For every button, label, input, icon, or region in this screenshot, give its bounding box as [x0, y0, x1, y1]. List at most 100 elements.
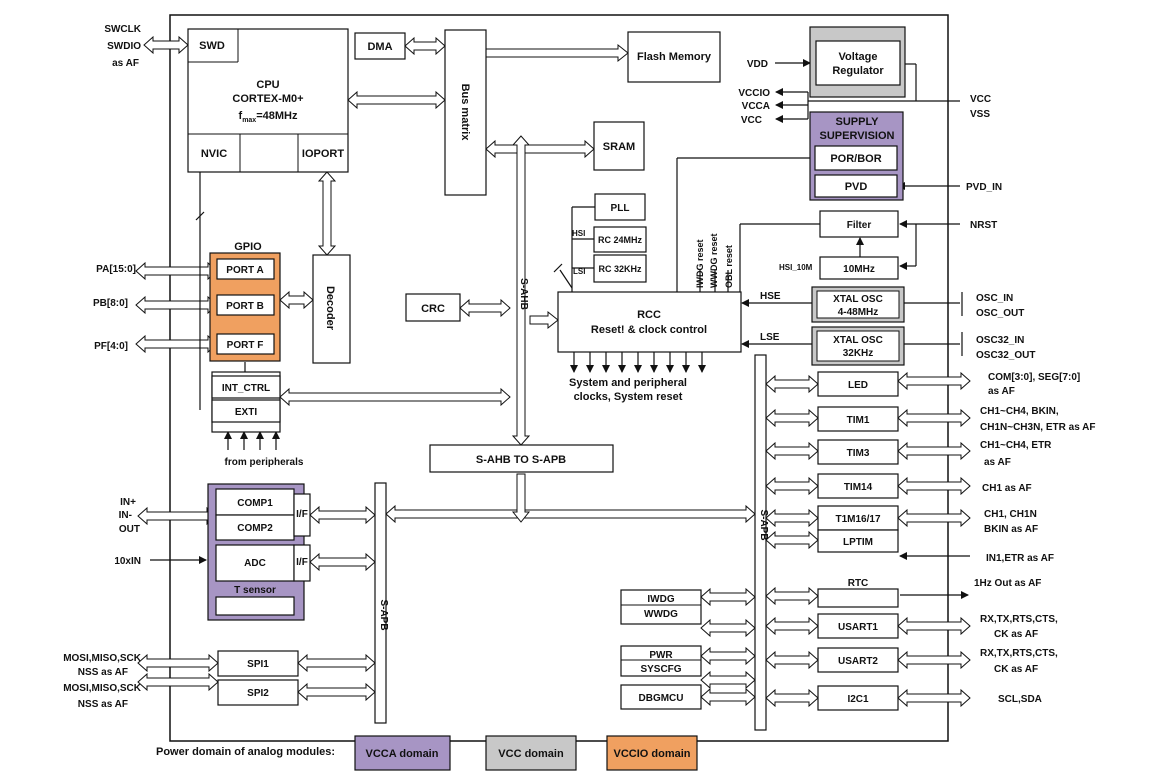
cpu-matrix-arrow: [347, 90, 446, 110]
spi1-af-label-2: NSS as AF: [78, 667, 128, 678]
por-bor-block: [814, 145, 898, 171]
t-sensor-label: T sensor: [234, 585, 276, 596]
filter-label: Filter: [847, 220, 872, 231]
osc32-in-label: OSC32_IN: [976, 335, 1024, 346]
adc-if-block: [293, 544, 311, 582]
xtal-lse-label: XTAL OSC: [833, 335, 883, 346]
comp1-label: COMP1: [237, 498, 273, 509]
pwr-group: [620, 645, 702, 677]
spi2-pin-arrow: [137, 672, 219, 692]
rc24-label: RC 24MHz: [598, 235, 643, 245]
sys-clocks-label-2: clocks, System reset: [574, 391, 683, 403]
nrst-label: NRST: [970, 220, 997, 231]
led-label: LED: [848, 380, 868, 391]
vcc-domain-label: VCC domain: [498, 748, 564, 760]
int-ctrl-label: INT_CTRL: [222, 383, 270, 394]
exti-block: [211, 399, 281, 423]
swd-label: SWD: [199, 40, 225, 52]
left-apb-bus: [374, 482, 387, 724]
comp-if-block: [293, 493, 311, 537]
matrix-sram-arrow: [485, 139, 595, 159]
por-bor-label: POR/BOR: [830, 153, 881, 165]
bus-rcc-arrow: [529, 310, 559, 330]
spi1-pin-arrow: [137, 653, 219, 673]
rcc-sublabel: Reset! & clock control: [591, 324, 707, 336]
vcca-label: VCCA: [742, 101, 770, 112]
vcc-pin-label: VCC: [970, 94, 991, 105]
pvd-label: PVD: [845, 181, 868, 193]
hsi10m-label: HSI_10M: [779, 263, 813, 272]
port-b-block: [216, 294, 275, 316]
dbgmcu-label: DBGMCU: [639, 693, 684, 704]
i2c1-block: [817, 685, 899, 711]
vcc-label: VCC: [741, 115, 762, 126]
syscfg-label: SYSCFG: [640, 664, 681, 675]
bus-matrix-label: Bus matrix: [459, 84, 471, 142]
crc-label: CRC: [421, 303, 445, 315]
i2c1-pin-arrow: [897, 688, 971, 708]
pb-arrow: [135, 295, 218, 315]
spi1-apb-arrow: [297, 653, 376, 673]
bus-matrix-block: [444, 29, 487, 196]
usart1-pin-arrow: [897, 616, 971, 636]
tim16-block: [817, 505, 899, 531]
flash-block: [627, 31, 721, 83]
cpu-title: CPU: [256, 79, 279, 91]
port-a-label: PORT A: [226, 265, 263, 276]
pa-label: PA[15:0]: [96, 264, 136, 275]
cpu-freq: fmax=48MHz: [239, 110, 298, 124]
exti-label: EXTI: [235, 407, 257, 418]
port-f-block: [216, 333, 275, 355]
in-plus-label: IN+: [120, 497, 136, 508]
vccio-domain-label: VCCIO domain: [613, 748, 690, 760]
nvic-label: NVIC: [201, 148, 227, 160]
tim1-af-label: CH1~CH4, BKIN,: [980, 406, 1059, 417]
com-seg-label: COM[3:0], SEG[7:0]: [988, 372, 1080, 383]
crc-block: [405, 293, 461, 322]
i2c-af-label: SCL,SDA: [998, 694, 1042, 705]
vcca-domain-label: VCCA domain: [366, 748, 439, 760]
pa-arrow: [135, 261, 218, 281]
iwdg-apb-arrow: [700, 587, 756, 607]
tim3-pin-arrow: [897, 441, 971, 461]
xtal-lse-freq: 32KHz: [843, 348, 874, 359]
vccio-domain-swatch: [606, 735, 698, 771]
wwdg-apb-arrow: [700, 618, 756, 638]
usart2-af-label-2: CK as AF: [994, 664, 1038, 675]
rtc-block: [817, 588, 899, 608]
dbgmcu-block: [620, 684, 702, 710]
port-f-label: PORT F: [227, 340, 264, 351]
vcc-domain-swatch: [485, 735, 577, 771]
tim1-apb-arrow: [765, 408, 819, 428]
portb-decoder-arrow: [279, 290, 314, 310]
pb-label: PB[8:0]: [93, 298, 128, 309]
tim3-label: TIM3: [847, 448, 870, 459]
spi2-label: SPI2: [247, 688, 269, 699]
adc-if-apb-arrow: [309, 552, 376, 572]
usart2-af-label: RX,TX,RTS,CTS,: [980, 648, 1058, 659]
osc32-out-label: OSC32_OUT: [976, 350, 1035, 361]
pwr-apb-arrow: [700, 646, 756, 666]
ahb-to-apb-block: [429, 444, 614, 473]
port-a-block: [216, 258, 275, 280]
pf-arrow: [135, 334, 218, 354]
osc10-block: [819, 256, 899, 280]
crc-arrow: [459, 298, 511, 318]
matrix-flash-arrow: [485, 43, 629, 63]
connection-lines: [150, 59, 970, 599]
dma-label: DMA: [367, 41, 392, 53]
osc10-label: 10MHz: [843, 264, 875, 275]
com-seg-af-label: as AF: [988, 386, 1015, 397]
t-sensor-block: [215, 596, 295, 616]
lptim-apb-arrow: [765, 530, 819, 550]
spi1-block: [217, 650, 299, 677]
vdd-label: VDD: [747, 59, 768, 70]
tim16-af-label: CH1, CH1N: [984, 509, 1037, 520]
s-ahb-label: S-AHB: [518, 278, 529, 310]
spi2-af-label-2: NSS as AF: [78, 699, 128, 710]
tim1-block: [817, 406, 899, 432]
rcc-block: [557, 291, 742, 353]
comp-arrow: [137, 506, 217, 526]
syscfg-apb-arrow: [700, 670, 756, 690]
tim3-apb-arrow: [765, 441, 819, 461]
